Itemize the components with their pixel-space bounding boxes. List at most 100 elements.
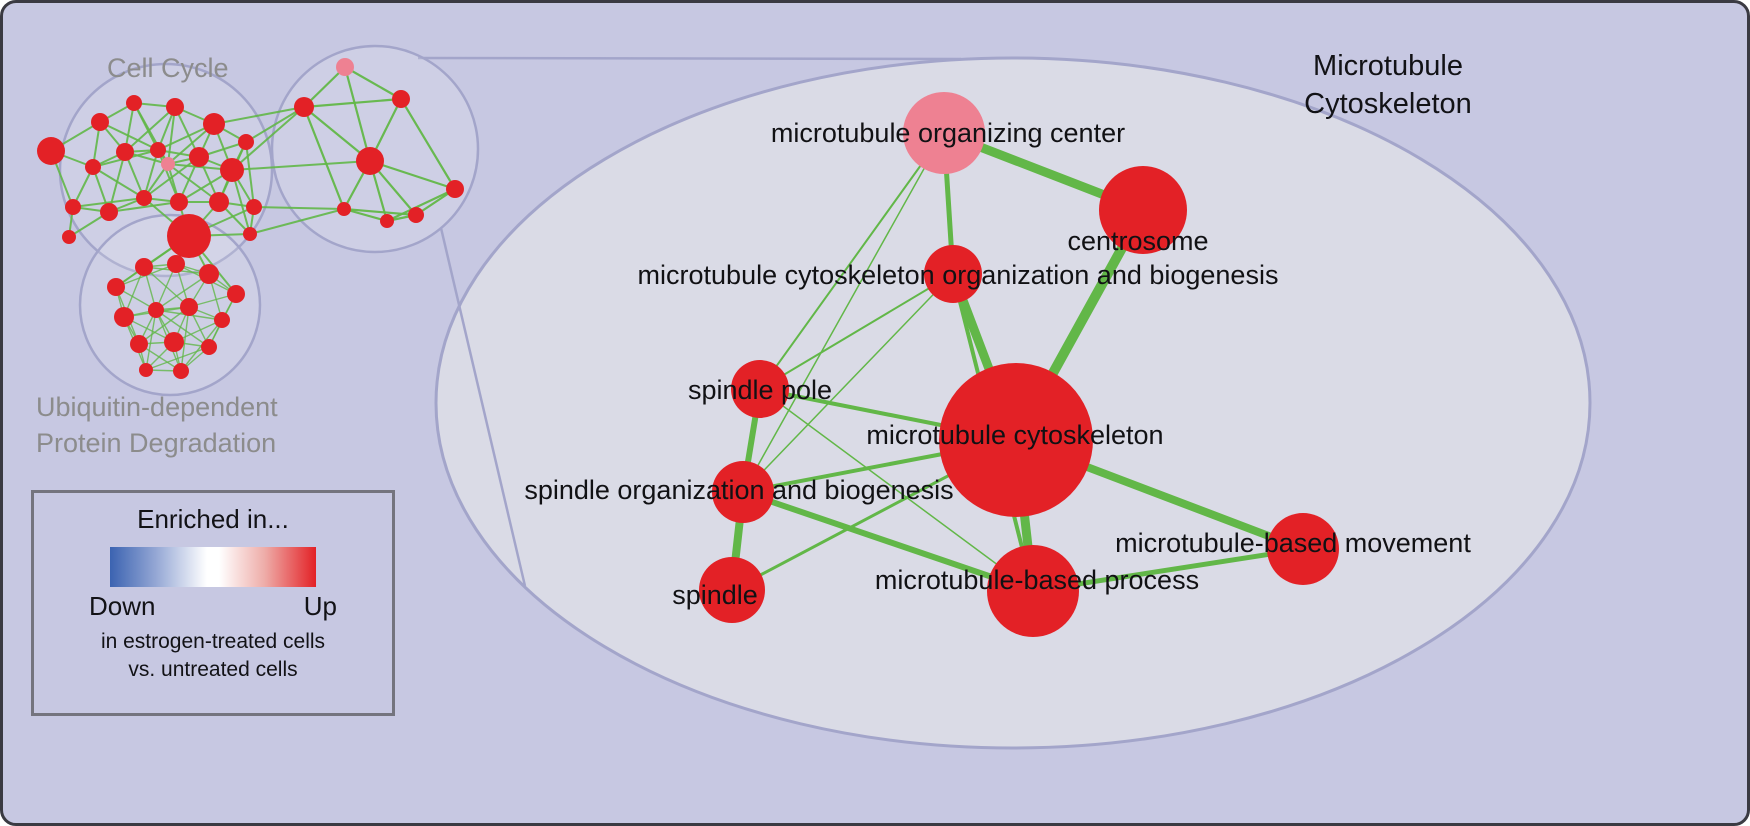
overview-edge	[213, 106, 305, 125]
node-label-mbp: microtubule-based process	[875, 565, 1199, 595]
overview-node	[37, 137, 65, 165]
node-label-spole: spindle pole	[688, 375, 832, 405]
overview-edge	[343, 66, 372, 162]
overview-edge	[245, 141, 255, 208]
overview-node	[294, 97, 314, 117]
overview-node	[139, 363, 153, 377]
overview-edge	[245, 106, 305, 143]
legend-caption-line: in estrogen-treated cells	[100, 630, 326, 653]
overview-node	[150, 142, 166, 158]
overview-node	[164, 332, 184, 352]
overview-node	[62, 230, 76, 244]
node-spole	[731, 360, 789, 418]
overview-edge	[400, 98, 456, 190]
overview-edge	[386, 188, 456, 222]
overview-edge	[124, 106, 176, 153]
overview-edge	[180, 306, 190, 372]
node-spindle	[699, 557, 765, 623]
overview-node	[203, 113, 225, 135]
cluster-label-microtubule-cytoskeleton: Microtubule Cytoskeleton	[1273, 47, 1503, 123]
node-label-centrosome: centrosome	[1067, 226, 1208, 256]
overview-edge	[343, 207, 388, 223]
overview-edge	[155, 309, 210, 348]
node-label-spindle: spindle	[672, 580, 758, 610]
cluster-label-line: Cytoskeleton	[1304, 88, 1472, 120]
overview-node	[130, 335, 148, 353]
overview-node	[238, 134, 254, 150]
edge-moc-sob	[742, 132, 945, 493]
overview-edge	[145, 309, 157, 371]
legend-down-label: Down	[89, 591, 156, 621]
edge-mcob-spole	[759, 273, 954, 390]
overview-edge	[167, 106, 176, 165]
overview-edge	[155, 273, 210, 311]
overview-node	[392, 90, 410, 108]
overview-node	[246, 199, 262, 215]
overview-edge	[138, 306, 190, 345]
overview-edge	[369, 159, 456, 191]
overview-node	[116, 143, 134, 161]
overview-node	[170, 193, 188, 211]
node-label-mcob: microtubule cytoskeleton organization an…	[638, 260, 1279, 290]
legend-caption: in estrogen-treated cells vs. untreated …	[34, 628, 392, 684]
overview-edge	[303, 106, 371, 162]
zoom-connector-line	[417, 56, 962, 61]
overview-node	[167, 255, 185, 273]
edge-mcob-sob	[742, 273, 954, 493]
overview-node	[227, 285, 245, 303]
edge-sob-mbp	[740, 489, 1036, 594]
overview-edge	[303, 97, 402, 109]
legend-caption-line: vs. untreated cells	[128, 658, 298, 681]
overview-edge	[253, 206, 345, 210]
node-label-mc: microtubule cytoskeleton	[866, 420, 1163, 450]
overview-edge	[302, 106, 346, 210]
overview-node	[446, 180, 464, 198]
cluster-label-ubiquitin: Ubiquitin-dependent Protein Degradation	[36, 389, 278, 461]
overview-node	[148, 302, 164, 318]
overview-node	[243, 227, 257, 241]
overview-edge	[99, 121, 159, 151]
edge-moc-spole	[759, 132, 945, 390]
edge-spole-mbp	[759, 388, 1034, 592]
overview-edge	[231, 106, 305, 171]
overview-node	[173, 363, 189, 379]
overview-edge	[344, 66, 402, 100]
overview-node	[161, 157, 175, 171]
overview-node	[199, 264, 219, 284]
legend-gradient-bar	[110, 547, 316, 587]
overview-node	[220, 158, 244, 182]
overview-node	[201, 339, 217, 355]
overview-node	[114, 307, 134, 327]
overview-edge	[143, 149, 159, 199]
node-mcob	[924, 245, 982, 303]
overview-node	[209, 192, 229, 212]
overview-edge	[249, 208, 345, 235]
zoom-connector-line	[439, 227, 527, 587]
legend-up-label: Up	[303, 591, 337, 621]
overview-edge	[108, 201, 180, 213]
overview-node	[356, 147, 384, 175]
legend-title: Enriched in...	[137, 504, 289, 534]
overview-node	[166, 98, 184, 116]
overview-edge	[143, 156, 200, 199]
overview-node	[380, 214, 394, 228]
overview-node	[126, 95, 142, 111]
legend: Enriched in... Down Up in estrogen-treat…	[31, 490, 395, 716]
overview-edge	[343, 207, 417, 217]
overview-node	[189, 147, 209, 167]
node-mc	[939, 363, 1093, 517]
overview-edge	[167, 163, 220, 203]
legend-axis-labels: Down Up	[89, 590, 337, 622]
node-label-moc: microtubule organizing center	[771, 118, 1125, 148]
overview-edge	[92, 166, 145, 199]
node-label-mbm: microtubule-based movement	[1115, 528, 1471, 558]
network-canvas: microtubule organizing center centrosome m…	[37, 44, 1592, 750]
overview-node	[91, 113, 109, 131]
cluster-label-cell-cycle: Cell Cycle	[107, 53, 229, 83]
node-moc	[903, 92, 985, 174]
node-mbp	[987, 545, 1079, 637]
overview-node	[107, 278, 125, 296]
cluster-label-line: Microtubule	[1313, 50, 1463, 82]
overview-node	[167, 214, 211, 258]
